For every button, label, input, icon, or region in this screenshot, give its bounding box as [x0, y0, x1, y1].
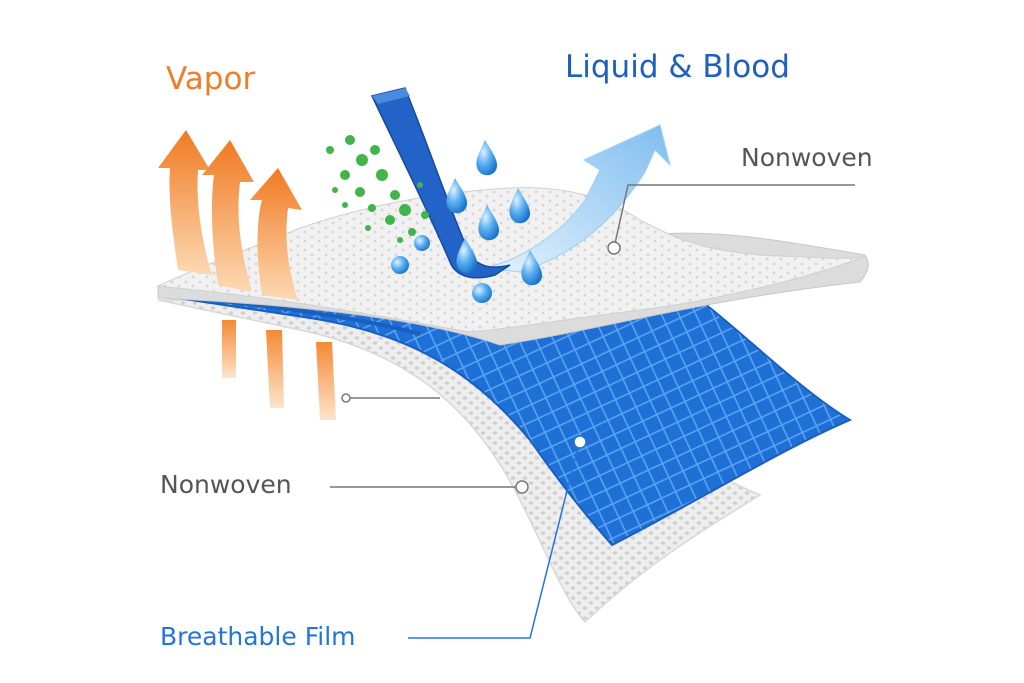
- pointer-nonwoven-bottom: [330, 480, 529, 494]
- vapor-particles: [326, 135, 429, 243]
- pointer-film-edge: [341, 393, 440, 403]
- label-vapor: Vapor: [166, 61, 256, 97]
- label-nonwoven-bottom: Nonwoven: [160, 470, 292, 499]
- label-nonwoven-top: Nonwoven: [741, 143, 873, 172]
- label-liquid-blood: Liquid & Blood: [565, 49, 790, 85]
- vapor-arrows-upper: [158, 130, 302, 300]
- pointer-breathable-film: [408, 435, 587, 639]
- label-breathable-film: Breathable Film: [160, 622, 356, 651]
- water-droplets: [391, 140, 543, 303]
- vapor-arrows-lower: [222, 320, 336, 420]
- exit-arrow: [484, 124, 671, 273]
- pointer-nonwoven-top: [607, 184, 855, 255]
- liquid-arrow: [370, 87, 511, 279]
